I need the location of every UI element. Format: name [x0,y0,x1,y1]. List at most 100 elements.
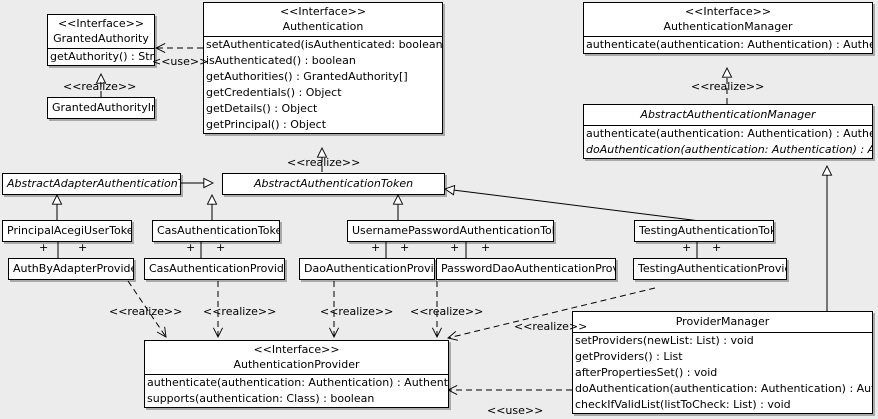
class-header: <<Interface>> GrantedAuthority [48,15,154,48]
operations-compartment: setAuthenticated(isAuthenticated: boolea… [204,37,442,133]
divider [584,36,872,37]
class-abstract-authentication-token[interactable]: AbstractAuthenticationToken [222,173,445,195]
edge-label: <<realize>> [320,305,394,318]
edge-label: <<realize>> [287,156,361,169]
edge-label: <<use>> [152,55,209,68]
class-abstract-authentication-manager[interactable]: AbstractAuthenticationManager authentica… [583,104,873,159]
class-username-password-authentication-token[interactable]: UsernamePasswordAuthenticationToken [347,220,554,242]
class-header: AbstractAuthenticationManager [584,105,872,125]
stereotype-label: <<Interface>> [57,17,145,30]
operation-row: doAuthentication(authentication: Authent… [575,382,872,395]
class-abstract-adapter-authentication-token[interactable]: AbstractAdapterAuthenticationToken [2,173,181,195]
stereotype-label: <<Interface>> [684,5,772,18]
edge-label: <<realize>> [410,305,484,318]
operation-row: getDetails() : Object [206,102,318,115]
association-plus-mark: + [481,241,491,254]
class-name-label: GrantedAuthority [53,32,149,45]
edge-label: <<realize>> [514,320,588,333]
operation-row: setAuthenticated(isAuthenticated: boolea… [206,38,443,51]
class-testing-authentication-provider[interactable]: TestingAuthenticationProvider [633,258,787,280]
class-name-label: AbstractAuthenticationManager [640,108,816,121]
class-header: UsernamePasswordAuthenticationToken [348,221,553,241]
association-plus-mark: + [78,241,88,254]
edge-tat-extends-aat [445,189,701,222]
class-cas-authentication-token[interactable]: CasAuthenticationToken [152,220,280,242]
operation-row: getAuthority() : String [50,50,155,63]
class-name-label: AuthenticationProvider [233,358,360,371]
class-authentication[interactable]: <<Interface>> Authentication setAuthenti… [203,2,443,134]
class-name-label: AuthByAdapterProvider [13,262,134,275]
class-name-label: UsernamePasswordAuthenticationToken [352,224,554,237]
association-plus-mark: + [216,241,226,254]
edge-label: <<realize>> [203,305,277,318]
operation-row: getPrincipal() : Object [206,118,327,131]
class-header: PrincipalAcegiUserToken [3,221,131,241]
operation-row: checkIfValidList(listToCheck: List) : vo… [575,398,791,411]
operation-row: setProviders(newList: List) : void [575,334,754,347]
association-plus-mark: + [186,241,196,254]
class-header: DaoAuthenticationProvider [300,259,434,279]
class-dao-authentication-provider[interactable]: DaoAuthenticationProvider [299,258,435,280]
divider [204,36,442,37]
class-header: AbstractAuthenticationToken [223,174,444,194]
operations-compartment: setProviders(newList: List) : void getPr… [573,333,872,413]
divider [584,125,872,126]
operation-row: authenticate(authentication: Authenticat… [586,38,872,51]
class-granted-authority[interactable]: <<Interface>> GrantedAuthority getAuthor… [47,14,155,66]
divider [573,332,872,333]
operation-row: isAuthenticated() : boolean [206,54,356,67]
operation-row: authenticate(authentication: Authenticat… [147,376,449,389]
class-auth-by-adapter-provider[interactable]: AuthByAdapterProvider [8,258,134,280]
class-testing-authentication-token[interactable]: TestingAuthenticationToken [634,220,774,242]
class-header: GrantedAuthorityImpl [48,98,154,118]
class-name-label: TestingAuthenticationProvider [638,262,787,275]
class-name-label: GrantedAuthorityImpl [52,101,154,114]
class-authentication-manager[interactable]: <<Interface>> AuthenticationManager auth… [583,2,873,54]
operation-row: getProviders() : List [575,350,683,363]
operation-row: getCredentials() : Object [206,86,342,99]
association-plus-mark: + [371,241,381,254]
class-principal-acegi-user-token[interactable]: PrincipalAcegiUserToken [2,220,132,242]
class-header: <<Interface>> AuthenticationManager [584,3,872,36]
class-name-label: PrincipalAcegiUserToken [7,224,132,237]
edge-label: <<realize>> [63,80,137,93]
association-plus-mark: + [712,241,722,254]
class-granted-authority-impl[interactable]: GrantedAuthorityImpl [47,97,155,119]
class-header: CasAuthenticationToken [153,221,279,241]
class-authentication-provider[interactable]: <<Interface>> AuthenticationProvider aut… [144,340,449,408]
operation-row: doAuthentication(authentication: Authent… [586,143,872,156]
class-name-label: TestingAuthenticationToken [639,224,773,237]
edge-label: <<use>> [487,404,544,417]
operation-row: supports(authentication: Class) : boolea… [147,392,375,405]
edge-label: <<realize>> [691,80,765,93]
stereotype-label: <<Interface>> [279,5,367,18]
edge-label: <<realize>> [109,305,183,318]
class-header: ProviderManager [573,312,872,332]
divider [145,374,448,375]
association-plus-mark: + [682,241,692,254]
class-header: PasswordDaoAuthenticationProvider [437,259,615,279]
class-password-dao-authentication-provider[interactable]: PasswordDaoAuthenticationProvider [436,258,616,280]
class-header: TestingAuthenticationProvider [634,259,786,279]
class-name-label: PasswordDaoAuthenticationProvider [441,262,615,275]
class-header: TestingAuthenticationToken [635,221,773,241]
operations-compartment: authenticate(authentication: Authenticat… [584,126,872,158]
class-name-label: AbstractAdapterAuthenticationToken [7,177,180,190]
class-name-label: CasAuthenticationProvider [149,262,285,275]
class-provider-manager[interactable]: ProviderManager setProviders(newList: Li… [572,311,873,414]
operation-row: authenticate(authentication: Authenticat… [586,127,872,140]
class-header: AbstractAdapterAuthenticationToken [3,174,180,194]
association-plus-mark: + [39,241,49,254]
operation-row: getAuthorities() : GrantedAuthority[] [206,70,408,83]
association-plus-mark: + [450,241,460,254]
stereotype-label: <<Interface>> [253,343,340,356]
association-plus-mark: + [400,241,410,254]
class-header: CasAuthenticationProvider [145,259,284,279]
class-name-label: AuthenticationManager [663,20,793,33]
operations-compartment: authenticate(authentication: Authenticat… [584,37,872,53]
class-cas-authentication-provider[interactable]: CasAuthenticationProvider [144,258,285,280]
operation-row: afterPropertiesSet() : void [575,366,718,379]
class-header: <<Interface>> Authentication [204,3,442,36]
class-name-label: CasAuthenticationToken [157,224,280,237]
